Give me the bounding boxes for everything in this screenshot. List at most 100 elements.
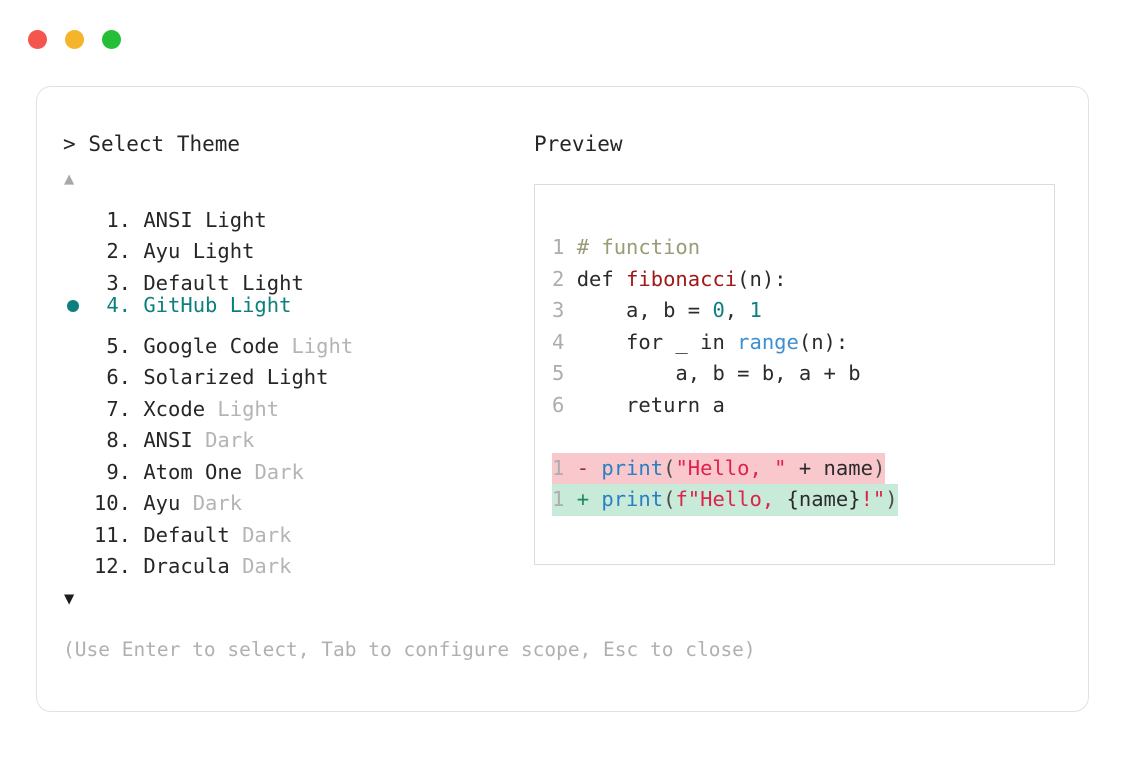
- theme-item-index: 6.: [106, 365, 131, 389]
- selection-bullet-slot: [63, 479, 93, 511]
- code-token: return a: [576, 392, 725, 417]
- selection-bullet-slot: [63, 290, 93, 322]
- code-token: a, b = b, a + b: [576, 361, 861, 385]
- code-token: fibonacci: [626, 266, 738, 291]
- scroll-up-arrow-icon[interactable]: ▲: [64, 169, 75, 189]
- code-token: 0: [712, 298, 725, 322]
- theme-item-index: 7.: [106, 396, 131, 421]
- theme-list-item[interactable]: 9. Atom One Dark: [63, 447, 533, 484]
- code-token: print: [601, 455, 664, 480]
- selection-bullet-slot: [63, 353, 93, 385]
- scroll-down-arrow-icon[interactable]: ▼: [64, 589, 75, 609]
- code-line: 5 a, b = b, a + b: [552, 358, 898, 390]
- code-token: def: [576, 266, 627, 291]
- theme-item-variant: Light: [205, 207, 267, 232]
- code-token: for _ in: [576, 329, 738, 354]
- line-number: 3: [552, 298, 577, 322]
- window-traffic-lights: [28, 30, 121, 49]
- theme-list-item[interactable]: 6. Solarized Light: [63, 353, 533, 389]
- maximize-dot[interactable]: [102, 30, 121, 49]
- theme-item-name: ANSI: [143, 428, 206, 452]
- theme-list-item[interactable]: 5. Google Code Light: [63, 321, 533, 358]
- theme-item-spacer: [131, 331, 143, 363]
- code-token: ,: [724, 298, 750, 322]
- theme-list-item[interactable]: 10. Ayu Dark: [63, 479, 533, 515]
- prompt-caret-icon: >: [63, 132, 76, 156]
- theme-item-name: Google Code: [143, 333, 292, 358]
- theme-item-variant: Light: [217, 396, 280, 421]
- close-dot[interactable]: [28, 30, 47, 49]
- theme-item-index: 3.: [106, 270, 131, 295]
- code-line: 2 def fibonacci(n):: [552, 264, 898, 296]
- code-token: print: [601, 487, 664, 511]
- theme-item-spacer: [131, 362, 143, 394]
- theme-item-variant: Dark: [254, 459, 304, 484]
- theme-list-item[interactable]: 1. ANSI Light: [63, 195, 533, 232]
- theme-item-spacer: [131, 425, 143, 457]
- theme-list-item[interactable]: 7. Xcode Light: [63, 384, 533, 421]
- theme-item-index: 9.: [106, 459, 131, 484]
- theme-item-variant: Light: [242, 270, 304, 295]
- theme-item-name: ANSI: [143, 207, 206, 232]
- theme-item-index: 2.: [106, 239, 131, 263]
- theme-item-name: Ayu: [143, 491, 193, 515]
- code-blank-line: [552, 421, 898, 453]
- line-number: 1: [552, 235, 577, 259]
- code-line: 3 a, b = 0, 1: [552, 295, 898, 327]
- theme-item-spacer: [131, 457, 143, 489]
- diff-added-line: 1 + print(f"Hello, {name}!"): [552, 484, 898, 516]
- theme-item-index: 8.: [106, 428, 131, 452]
- theme-item-variant: Light: [192, 239, 255, 263]
- theme-item-variant: Dark: [242, 522, 292, 547]
- code-line: 6 return a: [552, 390, 898, 422]
- theme-item-spacer: [131, 394, 143, 426]
- theme-list-item[interactable]: 11. Default Dark: [63, 510, 533, 547]
- theme-list-item[interactable]: 8. ANSI Dark: [63, 416, 533, 452]
- selection-bullet-slot: [63, 416, 93, 448]
- theme-item-variant: Dark: [242, 554, 292, 578]
- theme-item-name: Atom One: [143, 459, 255, 484]
- theme-item-name: Dracula: [143, 554, 243, 578]
- code-token: 1: [749, 298, 762, 322]
- code-token: (n):: [798, 329, 849, 354]
- code-token: (n):: [737, 266, 787, 291]
- code-line: 4 for _ in range(n):: [552, 327, 898, 359]
- theme-item-index: 11.: [93, 522, 131, 547]
- code-token: range: [737, 329, 799, 354]
- theme-list-item[interactable]: 12. Dracula Dark: [63, 542, 533, 578]
- code-token: "Hello, ": [675, 455, 787, 480]
- line-number: 5: [552, 361, 577, 385]
- code-token: {name}: [786, 487, 861, 511]
- diff-sign: +: [576, 487, 602, 511]
- theme-item-spacer: [131, 290, 143, 322]
- theme-item-spacer: [131, 551, 143, 583]
- code-token: (: [663, 455, 676, 480]
- theme-item-name: Ayu: [143, 239, 193, 263]
- theme-list-item[interactable]: 4. GitHub Light: [63, 290, 533, 322]
- theme-list-item[interactable]: 3. Default Light: [63, 258, 533, 295]
- code-sample: 1 # function 2 def fibonacci(n):3 a, b = …: [552, 232, 898, 516]
- theme-item-variant: Dark: [205, 428, 255, 452]
- theme-item-name: Default: [143, 270, 243, 295]
- selected-bullet-icon: [67, 299, 79, 312]
- code-token: # function: [576, 235, 701, 259]
- code-token: a, b =: [576, 298, 713, 322]
- theme-item-spacer: [131, 236, 143, 268]
- selection-bullet-slot: [63, 195, 93, 227]
- theme-item-variant: Light: [229, 292, 292, 317]
- code-token: !": [860, 487, 886, 511]
- preview-panel: 1 # function 2 def fibonacci(n):3 a, b = …: [534, 184, 1055, 565]
- theme-item-name: GitHub: [143, 292, 230, 317]
- diff-sign: -: [576, 455, 602, 480]
- minimize-dot[interactable]: [65, 30, 84, 49]
- line-number: 1: [552, 455, 577, 480]
- theme-list-item[interactable]: 2. Ayu Light: [63, 227, 533, 263]
- page-title: > Select Theme: [63, 131, 533, 157]
- line-number: 6: [552, 392, 577, 417]
- line-number: 1: [552, 487, 577, 511]
- theme-item-name: Solarized: [143, 365, 267, 389]
